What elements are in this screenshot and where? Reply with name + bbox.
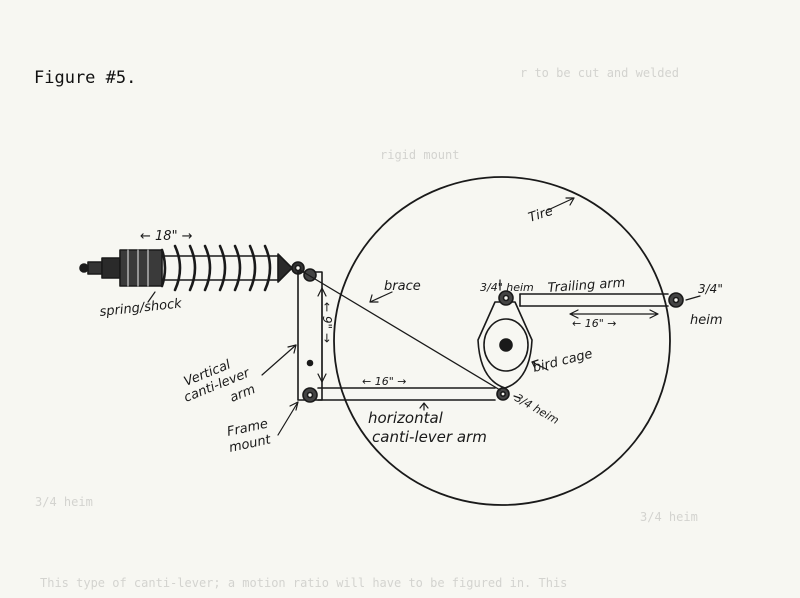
ghost-text: 3/4 heim [35,495,93,509]
shock-length-label: ← 18" → [140,229,193,244]
top-heim-label: 3/4" heim [480,281,534,294]
ghost-text: This type of canti-lever; a motion ratio… [40,576,568,590]
tire-outline [333,176,671,506]
spring-shock [79,244,305,292]
vertical-dimension-label: ← 9" → [320,302,334,343]
leader-lines [147,197,701,436]
right-heim-label: 3/4" [698,282,723,296]
trailing-dimension-label: ← 16" → [572,317,616,330]
right-heim-label: heim [690,313,723,328]
bird-cage [477,290,533,389]
brace-label: brace [384,279,421,294]
vertical-cantilever-arm [297,268,323,403]
ghost-text: 3/4 heim [640,510,698,524]
spring-shock-label: spring/shock [99,296,183,320]
horizontal-cantilever-arm [317,387,510,401]
ghost-text: r to be cut and welded [520,66,679,80]
horizontal-arm-label: canti-lever arm [372,428,487,446]
horizontal-arm-label: horizontal [368,409,444,427]
figure-title: Figure #5. [34,68,137,88]
brace-line [299,269,501,391]
bottom-heim-label: 3/4 heim [513,391,562,427]
ghost-text: rigid mount [380,148,460,162]
bird-cage-label: bird cage [531,347,594,376]
trailing-arm [519,292,684,308]
horizontal-dimension-label: ← 16" → [362,375,406,388]
tire-label: Tire [527,204,555,226]
trailing-arm-label: Trailing arm [547,276,626,296]
